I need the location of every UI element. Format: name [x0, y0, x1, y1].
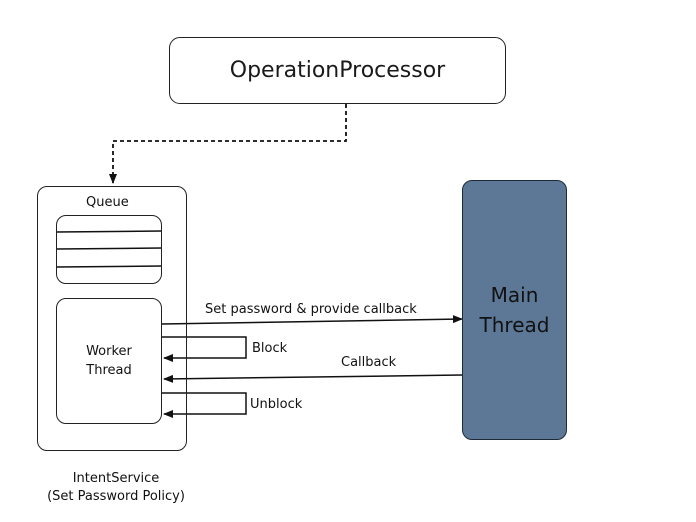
- main-thread-label-line1: Main: [490, 283, 539, 307]
- intent-service-box: [37, 186, 187, 451]
- queue-slot-line: [55, 247, 163, 250]
- worker-label-line1: Worker: [86, 344, 132, 359]
- main-thread-box: Main Thread: [462, 180, 567, 440]
- block-label: Block: [252, 341, 288, 356]
- operation-processor-label: OperationProcessor: [229, 58, 446, 83]
- queue-slot-line: [55, 265, 163, 268]
- set-password-label: Set password & provide callback: [205, 302, 417, 317]
- intent-service-caption-line2: (Set Password Policy): [47, 489, 185, 504]
- worker-label-line2: Thread: [86, 363, 132, 378]
- intent-service-caption-line1: IntentService: [72, 471, 160, 486]
- operation-processor-box: OperationProcessor: [169, 37, 506, 104]
- unblock-loop-arrow: [162, 392, 247, 418]
- main-thread-label-line2: Thread: [479, 313, 550, 337]
- worker-thread-box: Worker Thread: [56, 298, 162, 424]
- queue-box: [56, 215, 162, 284]
- callback-label: Callback: [341, 355, 397, 370]
- unblock-label: Unblock: [250, 397, 303, 412]
- set-password-arrow: [161, 315, 463, 325]
- callback-arrow: [163, 374, 463, 383]
- queue-label: Queue: [86, 195, 129, 210]
- intent-service-caption: IntentService (Set Password Policy): [36, 470, 196, 506]
- block-loop-arrow: [162, 336, 247, 362]
- dashed-connector: [109, 104, 347, 184]
- queue-slot-line: [55, 230, 163, 233]
